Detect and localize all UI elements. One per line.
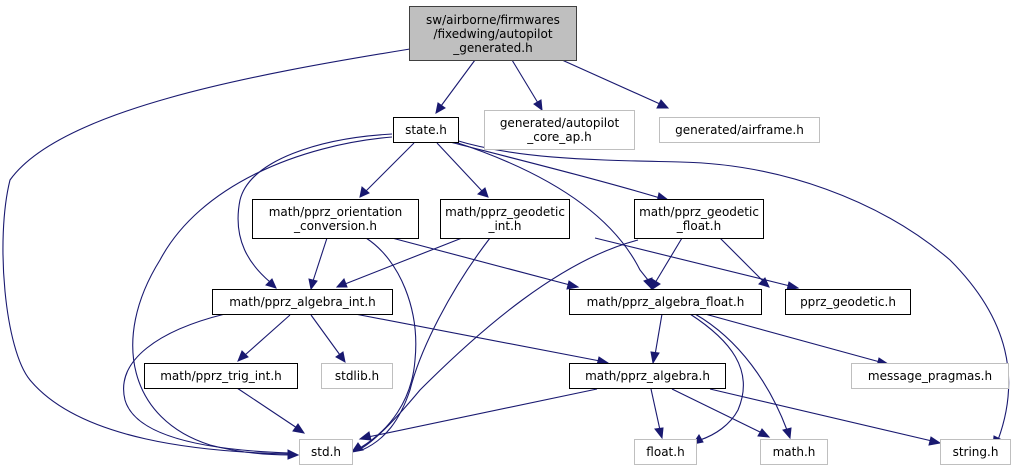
edge-algebra-int-std <box>123 313 291 454</box>
arrowhead <box>308 278 318 291</box>
edge-algebra-int-stdlib <box>310 314 341 356</box>
node-algebra-float[interactable]: math/pprz_algebra_float.h <box>569 289 762 315</box>
edge-root-std <box>2 48 411 455</box>
arrowhead <box>265 278 277 289</box>
arrowhead <box>350 442 364 453</box>
arrowhead <box>533 99 543 112</box>
edge-state-geodetic-int <box>436 142 483 192</box>
node-message-pragmas[interactable]: message_pragmas.h <box>851 363 1009 389</box>
arrowhead <box>758 277 770 288</box>
edge-algebra-float-math <box>694 313 788 431</box>
edge-geodetic-int-std <box>361 237 491 451</box>
node-trig-int[interactable]: math/pprz_trig_int.h <box>144 363 298 389</box>
edge-geodetic-float-std <box>361 239 639 449</box>
edge-geodetic-int-algebra-int <box>344 237 463 285</box>
edge-state-std <box>132 136 393 456</box>
node-float[interactable]: float.h <box>634 439 697 465</box>
arrowhead <box>928 436 942 446</box>
edge-root-autopilot-core <box>511 59 539 104</box>
edge-algebra-int-trig-int <box>244 314 291 356</box>
node-algebra[interactable]: math/pprz_algebra.h <box>569 363 726 389</box>
arrowhead <box>335 351 346 363</box>
edge-algebra-int-algebra <box>354 313 601 362</box>
arrowhead <box>359 186 370 198</box>
arrowhead <box>292 423 306 434</box>
edge-state-string <box>454 139 1010 441</box>
edge-orientation-algebra-float <box>391 237 571 286</box>
arrowhead <box>435 102 446 114</box>
edge-algebra-float-h <box>650 388 661 431</box>
node-airframe[interactable]: generated/airframe.h <box>659 117 820 143</box>
edge-state-orientation <box>365 142 415 192</box>
edge-orientation-algebra-int <box>312 237 328 282</box>
node-geodetic-float[interactable]: math/pprz_geodetic _float.h <box>634 199 764 239</box>
edge-geodetic-float-algebra-float <box>654 237 683 284</box>
arrowhead <box>757 428 771 438</box>
arrowhead <box>654 427 664 440</box>
node-state[interactable]: state.h <box>393 117 459 143</box>
edge-algebra-std <box>367 388 598 438</box>
arrowhead <box>656 99 670 109</box>
arrowhead <box>643 277 653 290</box>
node-pprz-geodetic[interactable]: pprz_geodetic.h <box>785 289 911 315</box>
edge-root-airframe <box>561 59 661 105</box>
edge-geodetic-int-pprz-geodetic <box>594 237 791 287</box>
arrowhead <box>782 427 792 440</box>
node-geodetic-int[interactable]: math/pprz_geodetic _int.h <box>440 199 570 239</box>
edge-geodetic-float-pprz-geodetic <box>719 237 764 282</box>
edge-trig-int-std <box>236 387 298 429</box>
node-stdlib[interactable]: stdlib.h <box>321 363 393 389</box>
edge-state-algebra-float <box>454 141 649 281</box>
node-string[interactable]: string.h <box>940 439 1011 465</box>
arrowhead <box>237 350 249 362</box>
edge-state-geodetic-float <box>449 141 661 199</box>
node-orientation-conversion[interactable]: math/pprz_orientation _conversion.h <box>252 199 419 239</box>
arrowhead <box>566 280 580 290</box>
arrowhead <box>650 351 660 365</box>
node-math[interactable]: math.h <box>760 439 828 465</box>
arrowhead <box>358 431 372 441</box>
edge-orientation-std <box>359 237 417 449</box>
edge-algebra-float-algebra <box>654 313 663 356</box>
edge-algebra-math <box>671 388 763 434</box>
edge-algebra-float-message-pragmas <box>704 313 881 363</box>
node-autopilot-generated[interactable]: sw/airborne/firmwares /fixedwing/autopil… <box>409 6 577 61</box>
node-std[interactable]: std.h <box>299 439 353 465</box>
node-algebra-int[interactable]: math/pprz_algebra_int.h <box>212 289 393 315</box>
arrowhead <box>476 187 489 198</box>
edge-root-state <box>440 59 476 107</box>
node-autopilot-core-ap[interactable]: generated/autopilot _core_ap.h <box>484 110 635 150</box>
arrowhead <box>650 278 661 291</box>
edge-algebra-float-float <box>689 313 744 441</box>
arrowhead <box>335 278 348 288</box>
edge-algebra-string <box>709 388 933 442</box>
edge-state-algebra-int <box>237 133 393 283</box>
